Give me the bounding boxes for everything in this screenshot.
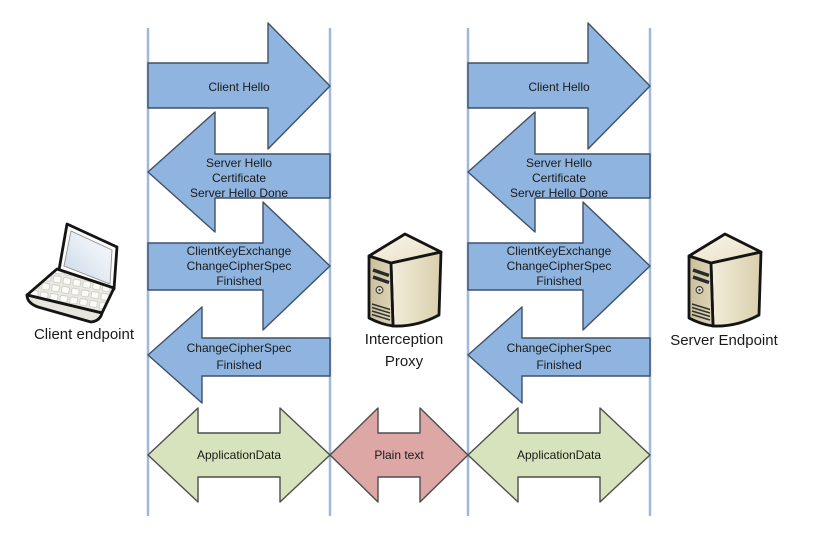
- label-change-cipher-spec-right: ChangeCipherSpec Finished: [506, 341, 612, 372]
- label-client-hello-right: Client Hello: [528, 80, 590, 94]
- label-application-data-left: ApplicationData: [196, 448, 282, 462]
- label-client-hello-left: Client Hello: [208, 80, 270, 94]
- proxy-server-icon: [367, 232, 443, 328]
- label-client-endpoint: Client endpoint: [33, 326, 135, 343]
- label-key-exchange-right: ClientKeyExchange ChangeCipherSpec Finis…: [506, 244, 612, 288]
- arrow-plain-text: [329, 407, 469, 503]
- label-change-cipher-spec-left: ChangeCipherSpec Finished: [186, 341, 292, 372]
- server-endpoint-icon: [687, 232, 763, 328]
- label-plain-text: Plain text: [374, 448, 424, 462]
- label-server-hello-left: Server Hello Certificate Server Hello Do…: [189, 156, 289, 200]
- label-server-hello-right: Server Hello Certificate Server Hello Do…: [509, 156, 609, 200]
- label-server-endpoint: Server Endpoint: [670, 332, 778, 349]
- label-application-data-right: ApplicationData: [516, 448, 602, 462]
- label-interception-proxy: Interception Proxy: [364, 331, 444, 370]
- laptop-icon: [25, 222, 119, 324]
- label-key-exchange-left: ClientKeyExchange ChangeCipherSpec Finis…: [186, 244, 292, 288]
